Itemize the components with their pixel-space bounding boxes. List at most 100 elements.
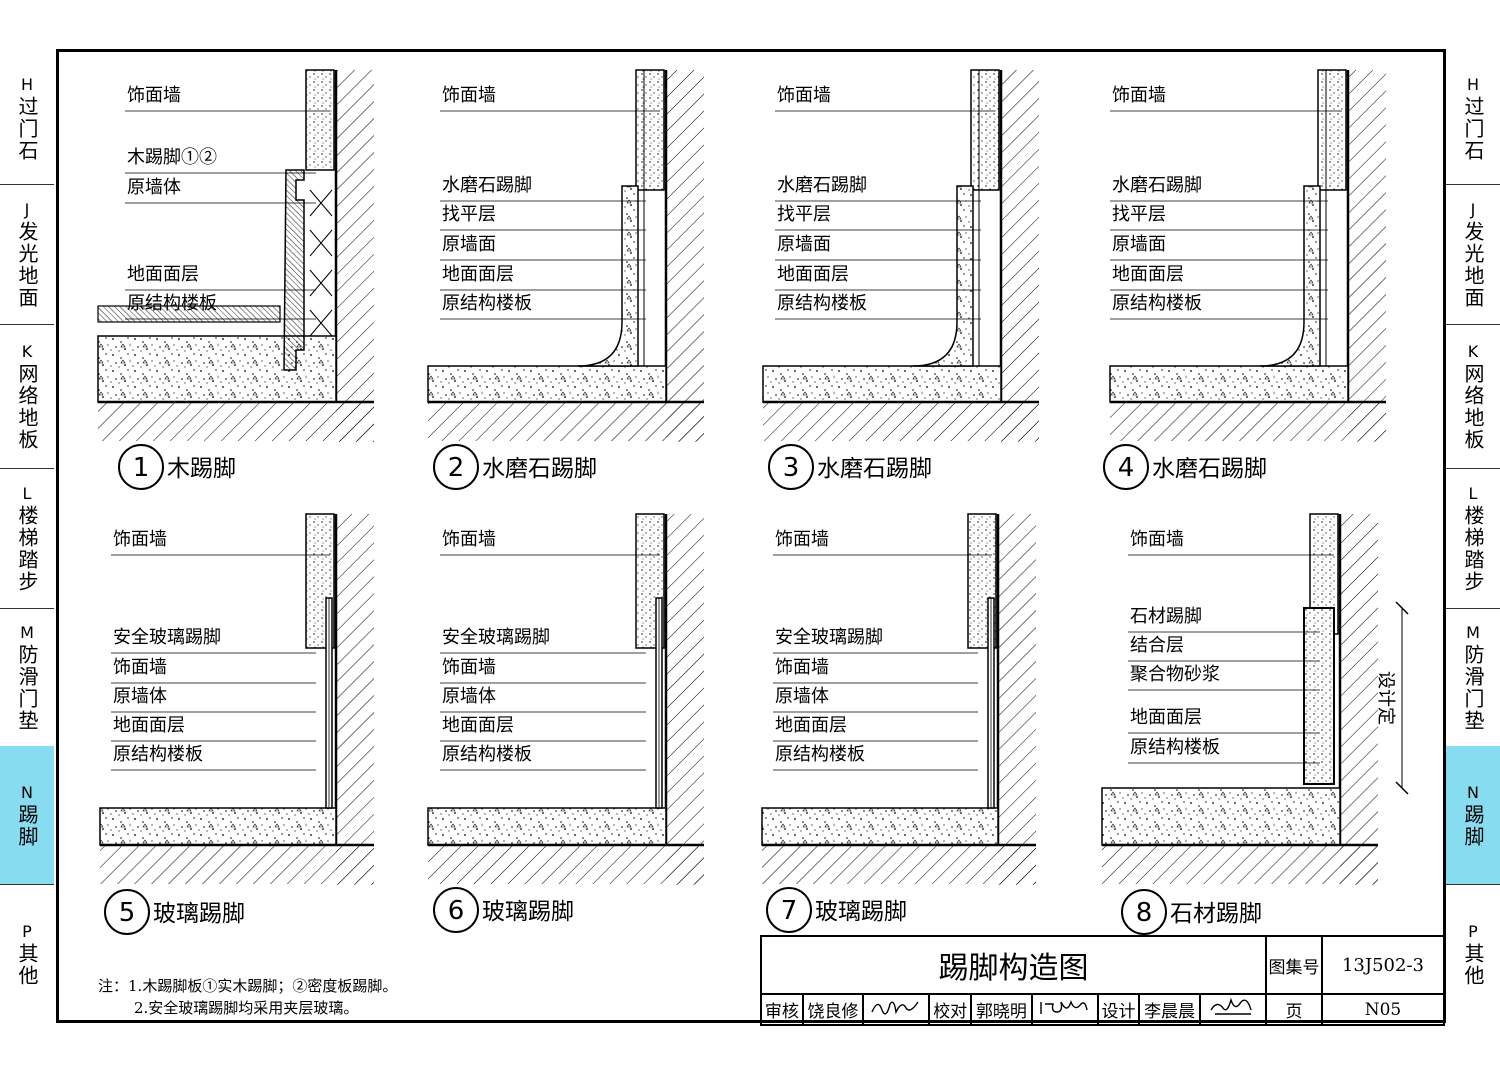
detail-number-circle [433, 887, 479, 933]
index-tab-j[interactable]: J 发光地面 [1446, 184, 1500, 325]
detail-label: 找平层 [777, 204, 831, 225]
detail-label: 原结构楼板 [1112, 293, 1202, 314]
index-tab-code: P [1468, 922, 1478, 941]
index-tab-l[interactable]: L 楼梯踏步 [0, 468, 54, 609]
stone-skirting [1303, 607, 1335, 785]
index-tab-label: 过门石 [15, 96, 39, 162]
title-block: 踢脚构造图 图集号 13J502-3 审核 饶良修 校对 郭晓明 设计 李晨晨 … [760, 935, 1445, 1026]
detail-label: 地面面层 [127, 264, 199, 285]
dimension-label: 设计定 [1375, 671, 1396, 725]
detail-label: 饰面墙 [775, 529, 829, 550]
terrazzo-skirting [577, 185, 639, 367]
floor-finish-layer [427, 365, 667, 403]
detail-label: 石材踢脚 [1130, 606, 1202, 627]
structural-wall [336, 70, 374, 442]
structural-wall [666, 70, 704, 442]
index-tab-code: L [22, 484, 32, 503]
structural-wall [998, 514, 1036, 885]
detail-label: 地面面层 [775, 715, 847, 736]
finish-wall [305, 69, 335, 171]
review-label: 审核 [760, 993, 804, 1026]
detail-label: 饰面墙 [442, 85, 496, 106]
detail-number-circle [768, 444, 814, 490]
index-tab-code: J [1470, 200, 1476, 219]
detail-label: 原墙面 [1112, 234, 1166, 255]
index-tab-label: 楼梯踏步 [15, 505, 39, 593]
structural-wall [336, 514, 374, 885]
detail-number-circle [1121, 889, 1167, 935]
detail-title: 水磨石踢脚 [1152, 456, 1267, 482]
detail-label: 地面面层 [113, 715, 185, 736]
index-tab-code: N [1467, 783, 1479, 802]
detail-number-circle [118, 444, 164, 490]
index-tab-l[interactable]: L 楼梯踏步 [1446, 468, 1500, 609]
detail-label: 饰面墙 [442, 529, 496, 550]
atlas-no: 13J502-3 [1321, 935, 1445, 995]
detail-number-circle [766, 887, 812, 933]
index-tab-label: 发光地面 [1461, 221, 1485, 309]
terrazzo-skirting [1259, 185, 1321, 367]
detail-label: 木踢脚①② [127, 147, 217, 168]
detail-number: 6 [448, 896, 465, 926]
detail-title: 水磨石踢脚 [482, 456, 597, 482]
detail-label: 原结构楼板 [777, 293, 867, 314]
notes-prefix: 注： [98, 977, 129, 995]
detail-label: 安全玻璃踢脚 [775, 627, 883, 648]
detail-number: 2 [448, 453, 465, 483]
floor-finish-layer [1109, 365, 1349, 403]
detail-label: 水磨石踢脚 [442, 175, 532, 196]
structural-slab [428, 846, 704, 884]
detail-label: 饰面墙 [442, 657, 496, 678]
index-tab-label: 踢脚 [15, 804, 39, 848]
detail-label: 原墙体 [442, 686, 496, 707]
index-tab-n[interactable]: N 踢脚 [0, 746, 54, 885]
detail-number: 3 [783, 453, 800, 483]
detail-label: 原结构楼板 [113, 744, 203, 765]
detail-label: 地面面层 [777, 264, 849, 285]
structural-wall [666, 514, 704, 885]
structural-slab [428, 403, 704, 441]
index-tab-code: M [20, 623, 34, 642]
structural-wall [1001, 70, 1039, 442]
terrazzo-skirting [912, 185, 974, 367]
index-tab-p[interactable]: P 其他 [0, 884, 54, 1024]
index-tab-label: 发光地面 [15, 221, 39, 309]
page-label: 页 [1265, 993, 1323, 1026]
design-label: 设计 [1096, 993, 1141, 1026]
index-tab-code: H [1466, 75, 1480, 94]
detail-label: 找平层 [1112, 204, 1166, 225]
designer-name: 李晨晨 [1138, 993, 1201, 1026]
detail-number: 1 [133, 453, 150, 483]
detail-label: 找平层 [442, 204, 496, 225]
wood-floor-finish [97, 305, 281, 323]
index-tab-code: M [1466, 623, 1480, 642]
index-tab-code: N [21, 783, 33, 802]
detail-label: 原结构楼板 [775, 744, 865, 765]
index-tab-code: L [1468, 484, 1478, 503]
index-tab-code: K [21, 342, 33, 361]
index-tab-h[interactable]: H 过门石 [1446, 52, 1500, 185]
index-tab-label: 过门石 [1461, 96, 1485, 162]
detail-label: 聚合物砂浆 [1130, 664, 1220, 685]
detail-label: 饰面墙 [1112, 85, 1166, 106]
structural-slab [1102, 846, 1378, 884]
detail-label: 地面面层 [442, 264, 514, 285]
note-line-2: 2.安全玻璃踢脚均采用夹层玻璃。 [134, 999, 359, 1017]
detail-label: 饰面墙 [775, 657, 829, 678]
index-tab-label: 楼梯踏步 [1461, 505, 1485, 593]
index-tab-code: P [22, 922, 32, 941]
detail-number: 7 [781, 896, 798, 926]
index-tab-label: 其他 [15, 943, 39, 987]
floor-finish-layer [761, 807, 999, 846]
